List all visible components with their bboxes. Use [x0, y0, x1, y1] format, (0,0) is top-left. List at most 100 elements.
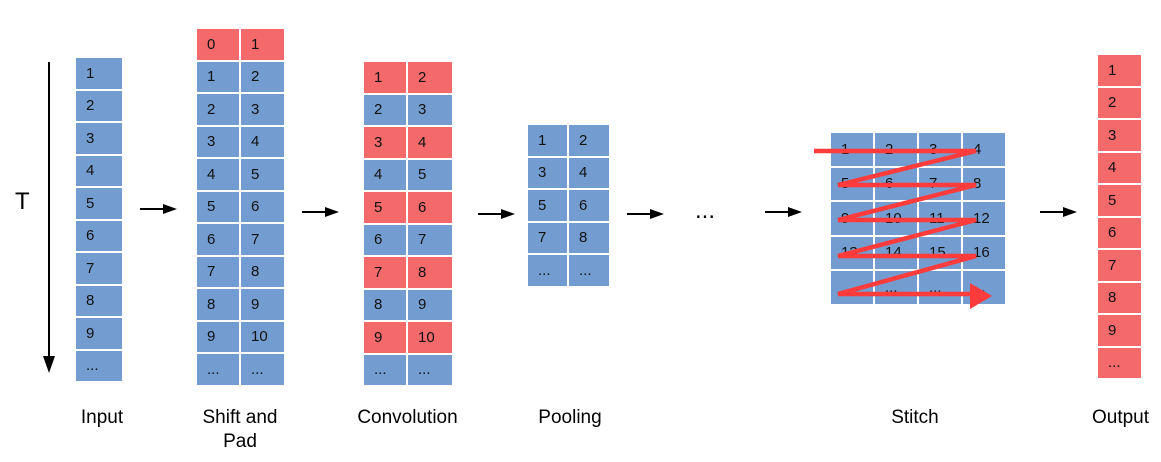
shift-and-pad-cell: 4	[197, 159, 239, 190]
pooling-cell: 4	[569, 157, 609, 188]
shift-and-pad-cell: 9	[241, 289, 284, 320]
stage-label-convolution: Convolution	[357, 407, 458, 428]
shift-and-pad-cell: 1	[241, 29, 284, 60]
input-cell: 4	[76, 155, 122, 186]
shift-and-pad-cell: 10	[241, 321, 284, 352]
shift-and-pad-cell: 6	[197, 224, 239, 255]
input-cell: 2	[76, 90, 122, 121]
stitch-cell: 15	[919, 236, 961, 269]
shift-and-pad-cell: 2	[197, 94, 239, 125]
input-cell: 9	[76, 318, 122, 349]
shift-and-pad-cell: ...	[197, 354, 239, 385]
output-cell: 1	[1098, 55, 1141, 86]
shift-and-pad-cell: 6	[241, 191, 284, 222]
pooling-cell: 7	[528, 222, 567, 253]
convolution-cell: 7	[364, 257, 406, 288]
stitch-cell: 3	[919, 133, 961, 166]
stage-label-output: Output	[1091, 407, 1150, 428]
pooling-cell: 6	[569, 190, 609, 221]
stitch-cell: 4	[963, 133, 1005, 166]
shift-and-pad-cell: 8	[197, 289, 239, 320]
stitch-cell: 14	[875, 236, 917, 269]
pooling-cell: 1	[528, 125, 567, 156]
pooling-cell: 5	[528, 190, 567, 221]
stitch-cell: 2	[875, 133, 917, 166]
stitch-cell: 10	[875, 202, 917, 235]
stitch-cell: 6	[875, 167, 917, 200]
flow-arrow-5	[765, 207, 802, 217]
stitch-cell: 7	[919, 167, 961, 200]
convolution-cell: 6	[408, 192, 452, 223]
flow-arrow-6	[1040, 207, 1077, 217]
output-cell: 5	[1098, 185, 1141, 216]
convolution-cell: 1	[364, 62, 406, 93]
stitch-cell: ...	[963, 271, 1005, 304]
stitch-cell: 5	[831, 167, 873, 200]
stitch-cell: 16	[963, 236, 1005, 269]
flow-arrow-2	[302, 207, 339, 217]
shift-and-pad-cell: 0	[197, 29, 239, 60]
pooling-cell: ...	[528, 255, 567, 286]
convolution-cell: 3	[408, 94, 452, 125]
shift-and-pad-cell: 4	[241, 126, 284, 157]
output-cell: 9	[1098, 315, 1141, 346]
stitch-cell: 9	[831, 202, 873, 235]
convolution-cell: 9	[364, 322, 406, 353]
stage-label-input: Input	[80, 407, 124, 428]
convolution-cell: ...	[364, 354, 406, 385]
output-cell: 8	[1098, 282, 1141, 313]
output-cell: 6	[1098, 217, 1141, 248]
pooling-cell: 3	[528, 157, 567, 188]
stitch-cell: ...	[875, 271, 917, 304]
stage-label-pooling: Pooling	[538, 407, 602, 428]
convolution-cell: 9	[408, 289, 452, 320]
shift-and-pad-cell: 5	[241, 159, 284, 190]
stitch-cell: ...	[919, 271, 961, 304]
pooling-cell: 8	[569, 222, 609, 253]
shift-and-pad-cell: ...	[241, 354, 284, 385]
convolution-cell: 6	[364, 224, 406, 255]
stitch-cell: 8	[963, 167, 1005, 200]
input-cell: 8	[76, 285, 122, 316]
stitch-cell: 12	[963, 202, 1005, 235]
shift-and-pad-cell: 3	[241, 94, 284, 125]
output-cell: 3	[1098, 120, 1141, 151]
output-cell: 7	[1098, 250, 1141, 281]
time-axis-arrow	[43, 62, 55, 373]
shift-and-pad-cell: 9	[197, 321, 239, 352]
flow-arrow-1	[140, 204, 177, 214]
convolution-cell: 5	[408, 159, 452, 190]
shift-and-pad-cell: 3	[197, 126, 239, 157]
output-cell: ...	[1098, 347, 1141, 378]
stitch-cell: ...	[831, 271, 873, 304]
shift-and-pad-cell: 7	[197, 256, 239, 287]
convolution-cell: ...	[408, 354, 452, 385]
input-cell: 7	[76, 253, 122, 284]
time-axis-label: T	[15, 188, 30, 215]
shift-and-pad-cell: 5	[197, 191, 239, 222]
convolution-cell: 2	[364, 94, 406, 125]
stitch-cell: 13	[831, 236, 873, 269]
input-cell: 1	[76, 58, 122, 89]
input-cell: 5	[76, 188, 122, 219]
convolution-cell: 4	[408, 127, 452, 158]
convolution-cell: 3	[364, 127, 406, 158]
intermediate-stages-ellipsis: ...	[695, 197, 716, 224]
flow-arrow-3	[478, 209, 515, 219]
shift-and-pad-cell: 1	[197, 61, 239, 92]
input-cell: ...	[76, 350, 122, 381]
convolution-cell: 10	[408, 322, 452, 353]
stage-label-stitch: Stitch	[891, 407, 939, 428]
shift-and-pad-cell: 2	[241, 61, 284, 92]
shift-and-pad-cell: 8	[241, 256, 284, 287]
convolution-cell: 8	[364, 289, 406, 320]
convolution-cell: 8	[408, 257, 452, 288]
input-cell: 3	[76, 123, 122, 154]
